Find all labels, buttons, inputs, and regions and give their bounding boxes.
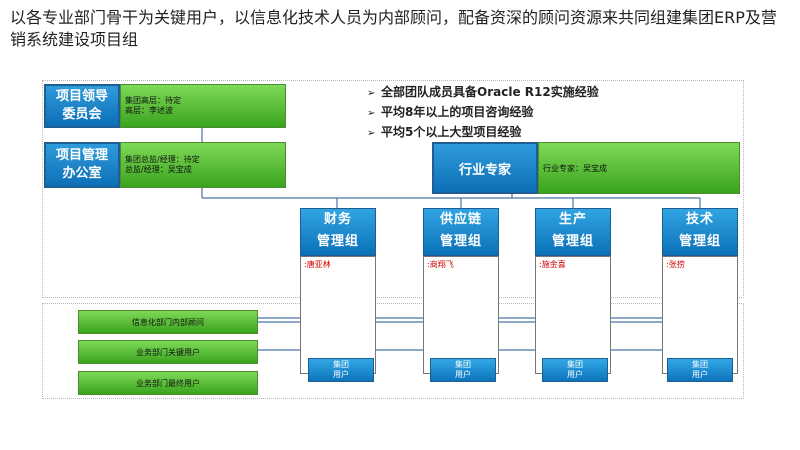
bullet-text: 全部团队成员具备Oracle R12实施经验 xyxy=(381,85,599,99)
group-member: :商翔飞 xyxy=(427,260,454,269)
end-users-label: 业务部门最终用户 xyxy=(136,378,200,388)
industry-expert-detail: 行业专家：吴宝成 xyxy=(543,164,607,173)
page-title: 以各专业部门骨干为关键用户，以信息化技术人员为内部顾问，配备资深的顾问资源来共同… xyxy=(10,8,777,49)
key-users-label: 业务部门关键用户 xyxy=(136,347,200,357)
supply-chain-group-header: 供应链 管理组 xyxy=(423,208,499,256)
group-member: :唐亚林 xyxy=(304,260,331,269)
bullet-text: 平均5个以上大型项目经验 xyxy=(381,125,522,139)
group-user-box-finance: 集团 用户 xyxy=(308,358,374,382)
experience-bullets: ➢ 全部团队成员具备Oracle R12实施经验 ➢ 平均8年以上的项目咨询经验 ➢… xyxy=(367,84,599,144)
user-box-line2: 用户 xyxy=(455,370,471,379)
finance-group-header: 财务 管理组 xyxy=(300,208,376,256)
internal-consultant-label: 信息化部门内部顾问 xyxy=(132,317,204,327)
pmo-label: 项目管理办公室 xyxy=(55,148,108,181)
group-user-box-tech: 集团 用户 xyxy=(667,358,733,382)
production-group-header: 生产 管理组 xyxy=(535,208,611,256)
arrow-icon: ➢ xyxy=(367,128,376,139)
industry-expert-box: 行业专家 xyxy=(432,142,538,194)
production-group-body: :施金喜 xyxy=(535,256,611,374)
arrow-icon: ➢ xyxy=(367,88,376,99)
bullet-item: ➢ 平均8年以上的项目咨询经验 xyxy=(367,104,599,124)
group-user-box-production: 集团 用户 xyxy=(542,358,608,382)
supply-chain-group-body: :商翔飞 xyxy=(423,256,499,374)
pmo-detail-box: 集团总监/经理：待定 总监/经理：吴宝成 xyxy=(120,142,286,188)
industry-expert-label: 行业专家 xyxy=(458,162,511,178)
group-member: :张捞 xyxy=(666,260,685,269)
user-box-line1: 集团 xyxy=(333,360,349,369)
group-line2: 管理组 xyxy=(678,234,721,249)
industry-expert-detail-box: 行业专家：吴宝成 xyxy=(538,142,740,194)
user-box-line2: 用户 xyxy=(333,370,349,379)
group-line1: 供应链 xyxy=(439,212,482,227)
user-box-line2: 用户 xyxy=(692,370,708,379)
leadership-committee-box: 项目领导委员会 xyxy=(44,84,120,128)
group-line2: 管理组 xyxy=(439,234,482,249)
user-structure-frame xyxy=(42,303,744,399)
tech-group-body: :张捞 xyxy=(662,256,738,374)
tech-group-header: 技术 管理组 xyxy=(662,208,738,256)
bullet-item: ➢ 全部团队成员具备Oracle R12实施经验 xyxy=(367,84,599,104)
pmo-box: 项目管理办公室 xyxy=(44,142,120,188)
end-users-bar: 业务部门最终用户 xyxy=(78,371,258,395)
leadership-label: 项目领导委员会 xyxy=(55,89,108,122)
user-box-line1: 集团 xyxy=(455,360,471,369)
group-line2: 管理组 xyxy=(551,234,594,249)
group-line1: 技术 xyxy=(685,212,714,227)
user-box-line2: 用户 xyxy=(567,370,583,379)
bullet-item: ➢ 平均5个以上大型项目经验 xyxy=(367,124,599,144)
pmo-line2: 总监/经理：吴宝成 xyxy=(125,165,192,174)
pmo-line1: 集团总监/经理：待定 xyxy=(125,155,200,164)
bullet-text: 平均8年以上的项目咨询经验 xyxy=(381,105,534,119)
group-line2: 管理组 xyxy=(316,234,359,249)
user-box-line1: 集团 xyxy=(567,360,583,369)
key-users-bar: 业务部门关键用户 xyxy=(78,340,258,364)
group-member: :施金喜 xyxy=(539,260,566,269)
user-box-line1: 集团 xyxy=(692,360,708,369)
leadership-line1: 集团高层：待定 xyxy=(125,96,181,105)
project-org-frame xyxy=(42,80,744,298)
leadership-detail-box: 集团高层：待定 高层：李述波 xyxy=(120,84,286,128)
group-line1: 财务 xyxy=(323,212,352,227)
group-user-box-supply: 集团 用户 xyxy=(430,358,496,382)
internal-consultant-bar: 信息化部门内部顾问 xyxy=(78,310,258,334)
leadership-line2: 高层：李述波 xyxy=(125,106,173,115)
group-line1: 生产 xyxy=(558,212,587,227)
arrow-icon: ➢ xyxy=(367,108,376,119)
finance-group-body: :唐亚林 xyxy=(300,256,376,374)
